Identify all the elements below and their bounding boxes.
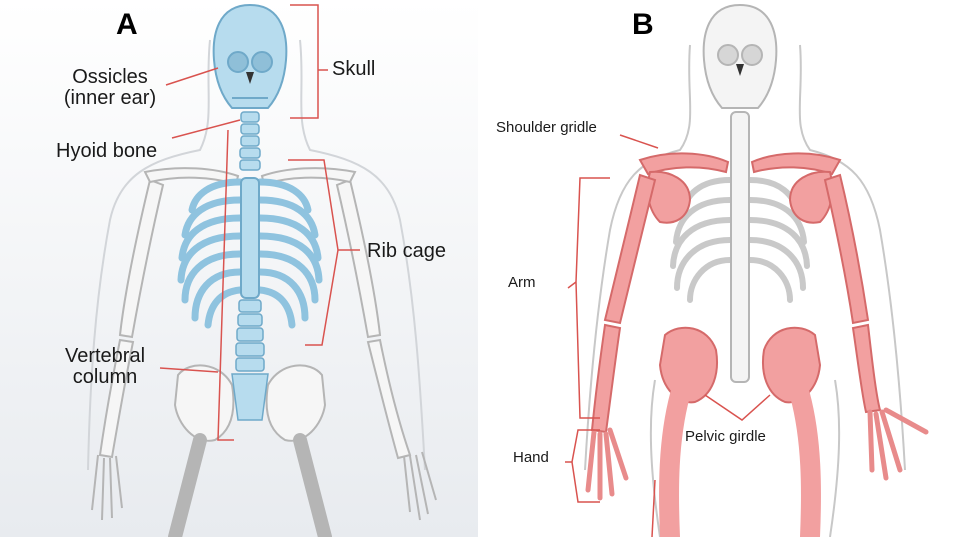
panel-b-hands <box>585 407 929 501</box>
panel-b-letter: B <box>632 8 654 41</box>
panel-a-letter: A <box>116 8 138 41</box>
panel-a-callouts <box>159 4 360 441</box>
label-ossicles-line1: Ossicles <box>72 66 148 88</box>
panel-a-body-outline <box>87 39 426 471</box>
panel-a-figure <box>0 0 478 537</box>
panel-b-legs <box>659 385 821 537</box>
panel-b-ribcage <box>670 177 810 303</box>
panel-b-body-outline <box>584 44 906 537</box>
panel-a-spine <box>231 111 269 421</box>
panel-b-figure <box>478 0 957 537</box>
panel-b-arms <box>590 173 882 434</box>
label-vertebral-line1: Vertebral <box>64 345 146 367</box>
label-hyoid-bone: Hyoid bone <box>56 140 158 162</box>
panel-a-skull <box>212 3 288 109</box>
label-arm: Arm <box>508 274 536 291</box>
panel-a-sternum <box>240 177 260 299</box>
label-skull: Skull <box>332 58 376 80</box>
panel-b-skull <box>702 3 778 109</box>
label-hand: Hand <box>513 449 549 466</box>
panel-b-shoulder-girdle <box>638 152 842 224</box>
panel-b-pelvic-girdle <box>658 326 822 404</box>
label-rib-cage: Rib cage <box>367 240 446 262</box>
label-vertebral-line2: column <box>72 366 138 388</box>
label-vertebral-column: Vertebral column <box>50 346 160 388</box>
label-pelvic-girdle: Pelvic girdle <box>685 428 766 445</box>
panel-a-ribcage <box>177 178 323 329</box>
label-shoulder-girdle: Shoulder gridle <box>496 119 597 136</box>
label-ossicles: Ossicles (inner ear) <box>52 67 168 109</box>
panel-b-callouts <box>565 134 771 537</box>
panel-a-arms <box>91 178 437 521</box>
panel-a-shoulders <box>143 167 357 186</box>
panel-b-spine <box>730 111 750 383</box>
label-ossicles-line2: (inner ear) <box>63 87 157 109</box>
